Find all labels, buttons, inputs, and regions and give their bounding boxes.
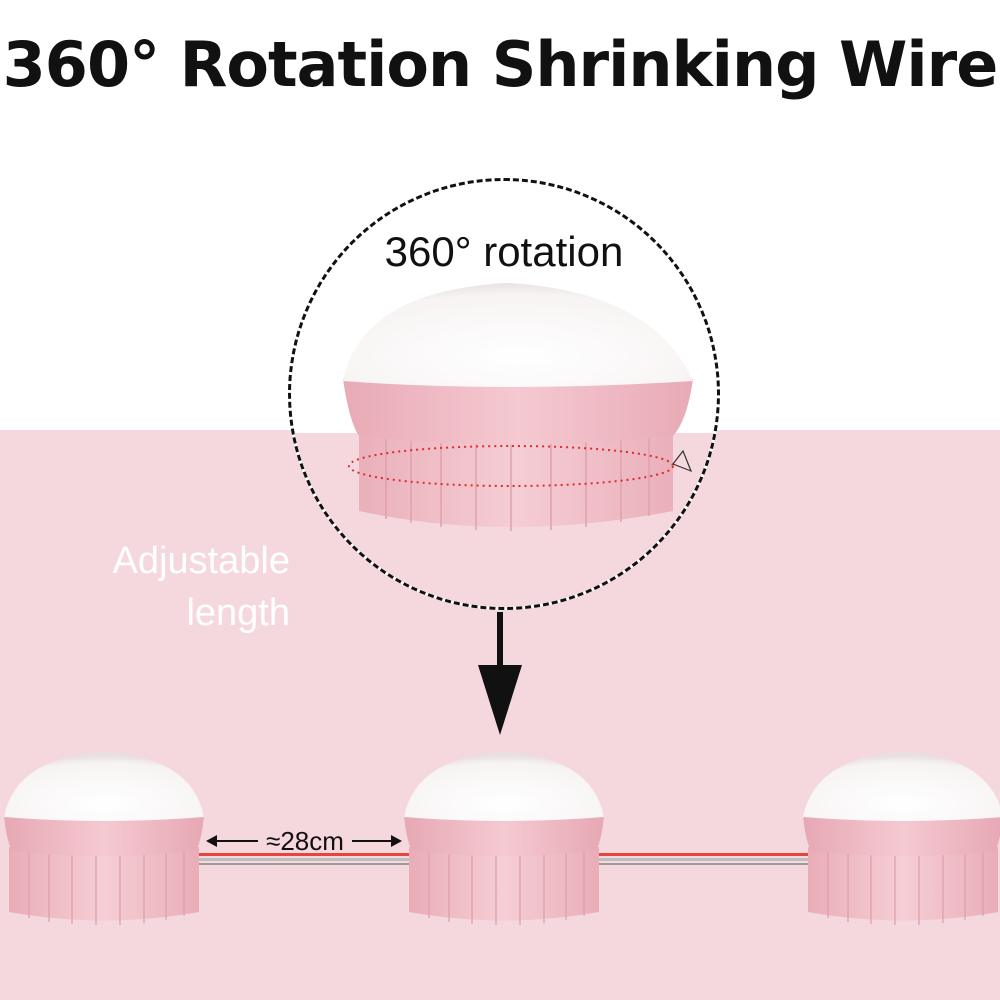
adjustable-length-line-2: length (186, 592, 290, 634)
lamp-right (802, 751, 1000, 926)
adjustable-length-line-1: Adjustable (112, 540, 290, 582)
lamp-left (3, 751, 205, 926)
lamp-dome (343, 283, 693, 387)
wire-left (190, 853, 418, 865)
rotation-label: 360° rotation (384, 228, 624, 275)
spacing-label: ≈28cm (266, 826, 344, 856)
lamp-center (403, 751, 605, 926)
rotation-arrowhead-icon (672, 449, 693, 473)
rotation-path (348, 445, 674, 487)
adjustable-length-label: Adjustable length (60, 535, 290, 639)
page-title: 360° Rotation Shrinking Wire (2, 28, 999, 101)
zoom-callout-circle (288, 178, 720, 610)
down-arrow-icon (478, 612, 522, 735)
lamp-base-body (359, 431, 673, 527)
lamp-flared-ring (343, 379, 693, 445)
spacing-dimension-arrows (206, 835, 402, 847)
zoomed-lamp (291, 283, 717, 607)
wire-right (585, 853, 815, 865)
